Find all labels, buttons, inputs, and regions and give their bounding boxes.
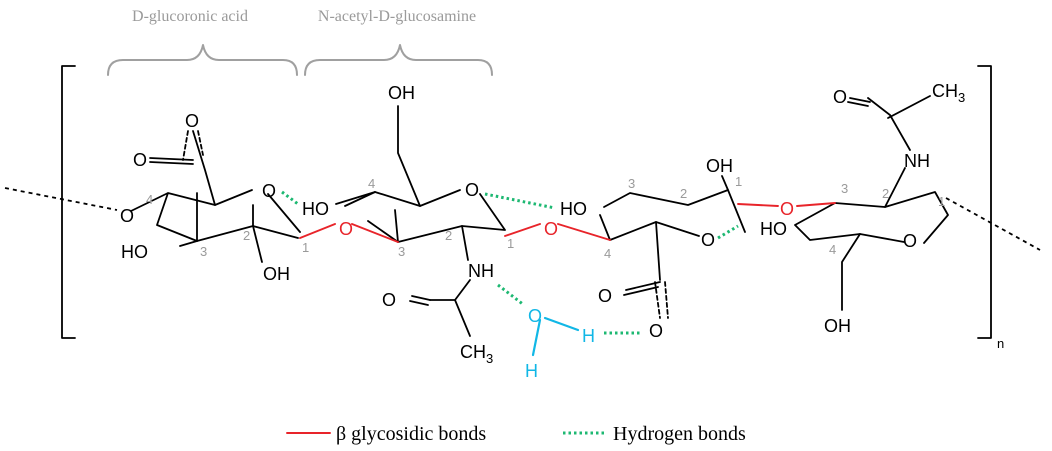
oh-atom: OH — [388, 83, 415, 103]
left-bracket — [61, 65, 76, 339]
water-h-atom: H — [525, 361, 538, 381]
repeat-subscript: n — [997, 336, 1004, 351]
nh-atom: NH — [904, 151, 930, 171]
water-molecule: O H H — [525, 306, 595, 381]
ring-number: 2 — [243, 228, 250, 243]
ho-atom: HO — [760, 219, 787, 239]
oh-atom: OH — [824, 316, 851, 336]
ring-number: 3 — [841, 181, 848, 196]
o-atom: O — [382, 290, 396, 310]
carbonyl-o-atom: O — [598, 286, 612, 306]
unit-braces: D-glucoronic acid N-acetyl-D-glucosamine — [107, 8, 493, 76]
nh-atom: NH — [468, 261, 494, 281]
ring-number: 2 — [680, 186, 687, 201]
o-atom: O — [833, 87, 847, 107]
glucosamine-brace — [304, 44, 493, 76]
repeat-brackets: n — [61, 65, 1004, 351]
ho-atom: HO — [302, 199, 329, 219]
carboxyl-o-atom: O — [185, 111, 199, 131]
chain-continuation-right — [945, 197, 1041, 251]
water-o-atom: O — [528, 306, 542, 326]
oh-atom: OH — [263, 264, 290, 284]
carbonyl-o-atom: O — [133, 150, 147, 170]
ring-number: 3 — [200, 244, 207, 259]
ring-o-atom: O — [903, 231, 917, 251]
right-bracket — [977, 65, 992, 339]
carboxyl-o-atom: O — [649, 321, 663, 341]
ring-number: 1 — [735, 174, 742, 189]
ring-number: 2 — [882, 186, 889, 201]
ring-number: 4 — [146, 192, 153, 207]
ring-o-atom: O — [262, 181, 276, 201]
glycosidic-bonds — [299, 202, 836, 243]
glycosidic-o-atom: O — [339, 219, 353, 239]
ring-number: 3 — [398, 244, 405, 259]
ring-number: 1 — [938, 194, 945, 209]
glycosidic-o-atom: O — [780, 199, 794, 219]
ring-glucuronic-acid-2: HO OH O O O 3 2 1 4 O — [544, 156, 746, 341]
legend: β glycosidic bonds Hydrogen bonds — [286, 423, 746, 445]
glycosidic-legend-label: β glycosidic bonds — [336, 423, 486, 445]
ring-number: 1 — [302, 240, 309, 255]
ring-number: 4 — [829, 242, 836, 257]
glycosidic-o-atom: O — [544, 219, 558, 239]
ring-number: 3 — [628, 176, 635, 191]
glucosamine-label: N-acetyl-D-glucosamine — [318, 8, 476, 25]
ring-n-acetyl-glucosamine-2: HO NH O CH3 O OH 3 2 1 4 O — [760, 81, 965, 336]
ch3-atom: CH3 — [932, 81, 965, 105]
glucuronic-acid-label: D-glucoronic acid — [132, 8, 248, 25]
ring-number: 2 — [445, 228, 452, 243]
chain-continuation-left — [4, 187, 118, 211]
hydrogen-bonds — [281, 190, 739, 335]
ring-o-atom: O — [465, 180, 479, 200]
ring-o-atom: O — [701, 230, 715, 250]
glucuronic-brace — [107, 44, 298, 76]
ho-atom: HO — [560, 199, 587, 219]
ho-atom: HO — [121, 242, 148, 262]
o-atom: O — [120, 206, 134, 226]
ring-number: 4 — [368, 176, 375, 191]
ring-glucuronic-acid: O HO OH O O O 4 3 2 1 — [120, 111, 309, 284]
hydrogen-legend-label: Hydrogen bonds — [613, 423, 746, 445]
ring-number: 4 — [604, 246, 611, 261]
oh-atom: OH — [706, 156, 733, 176]
ring-n-acetyl-glucosamine: OH HO O NH O CH3 4 3 2 1 O — [302, 83, 514, 366]
ring-number: 1 — [507, 236, 514, 251]
ch3-atom: CH3 — [460, 342, 493, 366]
water-h-atom: H — [582, 326, 595, 346]
